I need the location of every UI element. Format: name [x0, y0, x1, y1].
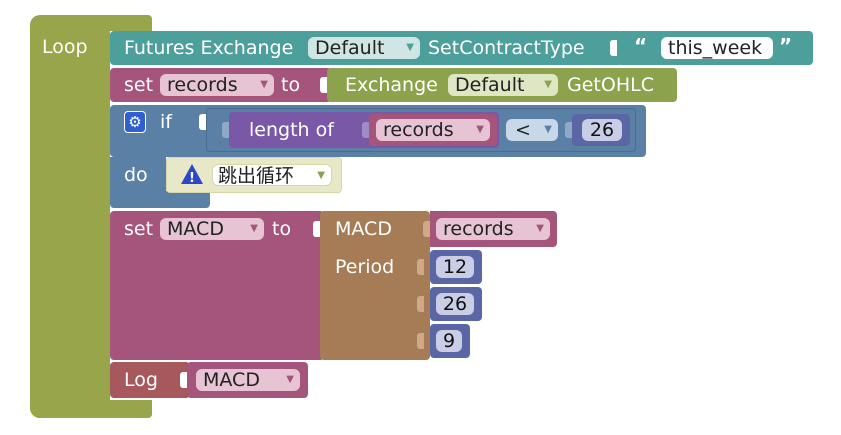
- loop-bottom-arm: [30, 400, 152, 418]
- period-input-notch: [417, 296, 424, 312]
- macd-variable-value: MACD: [167, 218, 224, 240]
- records-variable-value: records: [167, 74, 238, 96]
- chevron-down-icon: ▼: [317, 170, 325, 181]
- macd-records-dropdown[interactable]: records ▼: [436, 218, 550, 240]
- length-records-dropdown[interactable]: records ▼: [376, 119, 490, 141]
- warning-icon[interactable]: !: [180, 163, 204, 186]
- exchange-dropdown-value: Default: [315, 37, 385, 59]
- chevron-down-icon: ▼: [260, 79, 268, 90]
- condition-input-notch: [199, 114, 206, 130]
- length-of-label: length of: [249, 119, 334, 141]
- macd-function-label: MACD: [335, 218, 392, 240]
- do-label: do: [124, 164, 148, 186]
- set-contract-type-label: SetContractType: [428, 37, 585, 59]
- to-label: to: [281, 74, 301, 96]
- period-field-signal[interactable]: 9: [436, 330, 462, 352]
- period-field-fast[interactable]: 12: [436, 256, 474, 278]
- contract-input-value: this_week: [668, 37, 763, 59]
- length-records-value: records: [383, 119, 454, 141]
- exchange-green-dropdown-value: Default: [455, 74, 525, 96]
- value-input-notch: [320, 77, 327, 93]
- exchange-green-dropdown[interactable]: Default ▼: [448, 74, 558, 96]
- macd-to-label: to: [272, 218, 292, 240]
- if-block-bottom-arm: [110, 191, 210, 208]
- chevron-down-icon: ▼: [406, 42, 414, 53]
- warning-glyph: !: [189, 171, 195, 185]
- period-input-notch: [417, 333, 424, 349]
- value-input-notch: [362, 122, 369, 138]
- chevron-down-icon: ▼: [536, 223, 544, 234]
- macd-function-block[interactable]: [320, 211, 430, 360]
- compare-right-notch: [565, 122, 572, 138]
- compare-number-field[interactable]: 26: [582, 119, 622, 141]
- period-field-slow[interactable]: 26: [436, 293, 474, 315]
- operator-dropdown[interactable]: < ▼: [506, 119, 558, 141]
- log-variable-value: MACD: [203, 369, 260, 391]
- log-variable-dropdown[interactable]: MACD ▼: [196, 369, 300, 391]
- operator-value: <: [515, 119, 531, 141]
- chevron-down-icon: ▼: [544, 79, 552, 90]
- period-input-notch: [417, 259, 424, 275]
- getohlc-label: GetOHLC: [567, 74, 654, 96]
- set-label: set: [124, 74, 154, 96]
- exchange-label: Exchange: [345, 74, 438, 96]
- compare-left-notch: [222, 122, 229, 138]
- value-input-notch: [180, 372, 187, 388]
- close-quote-icon: ”: [779, 34, 793, 58]
- value-input-notch: [313, 221, 320, 237]
- loop-label: Loop: [42, 36, 88, 58]
- period-label: Period: [335, 256, 395, 278]
- chevron-down-icon: ▼: [286, 374, 294, 385]
- if-label: if: [160, 111, 172, 133]
- gear-icon[interactable]: ⚙: [124, 111, 146, 133]
- futures-exchange-label: Futures Exchange: [124, 37, 294, 59]
- break-dropdown[interactable]: 跳出循环 ▼: [212, 164, 332, 187]
- set-macd-label: set: [124, 218, 154, 240]
- records-variable-dropdown[interactable]: records ▼: [160, 74, 274, 96]
- value-input-notch: [423, 221, 430, 237]
- chevron-down-icon: ▼: [476, 124, 484, 135]
- break-dropdown-value: 跳出循环: [218, 165, 295, 187]
- macd-variable-dropdown[interactable]: MACD ▼: [160, 218, 264, 240]
- open-quote-icon: “: [634, 34, 648, 58]
- chevron-down-icon: ▼: [250, 223, 258, 234]
- macd-records-value: records: [443, 218, 514, 240]
- if-block-do-column: [110, 157, 166, 191]
- log-block[interactable]: [110, 362, 190, 398]
- chevron-down-icon: ▼: [544, 124, 552, 135]
- value-input-notch: [610, 40, 617, 56]
- log-label: Log: [124, 369, 158, 391]
- exchange-dropdown[interactable]: Default ▼: [308, 37, 420, 59]
- contract-input[interactable]: this_week: [661, 37, 773, 59]
